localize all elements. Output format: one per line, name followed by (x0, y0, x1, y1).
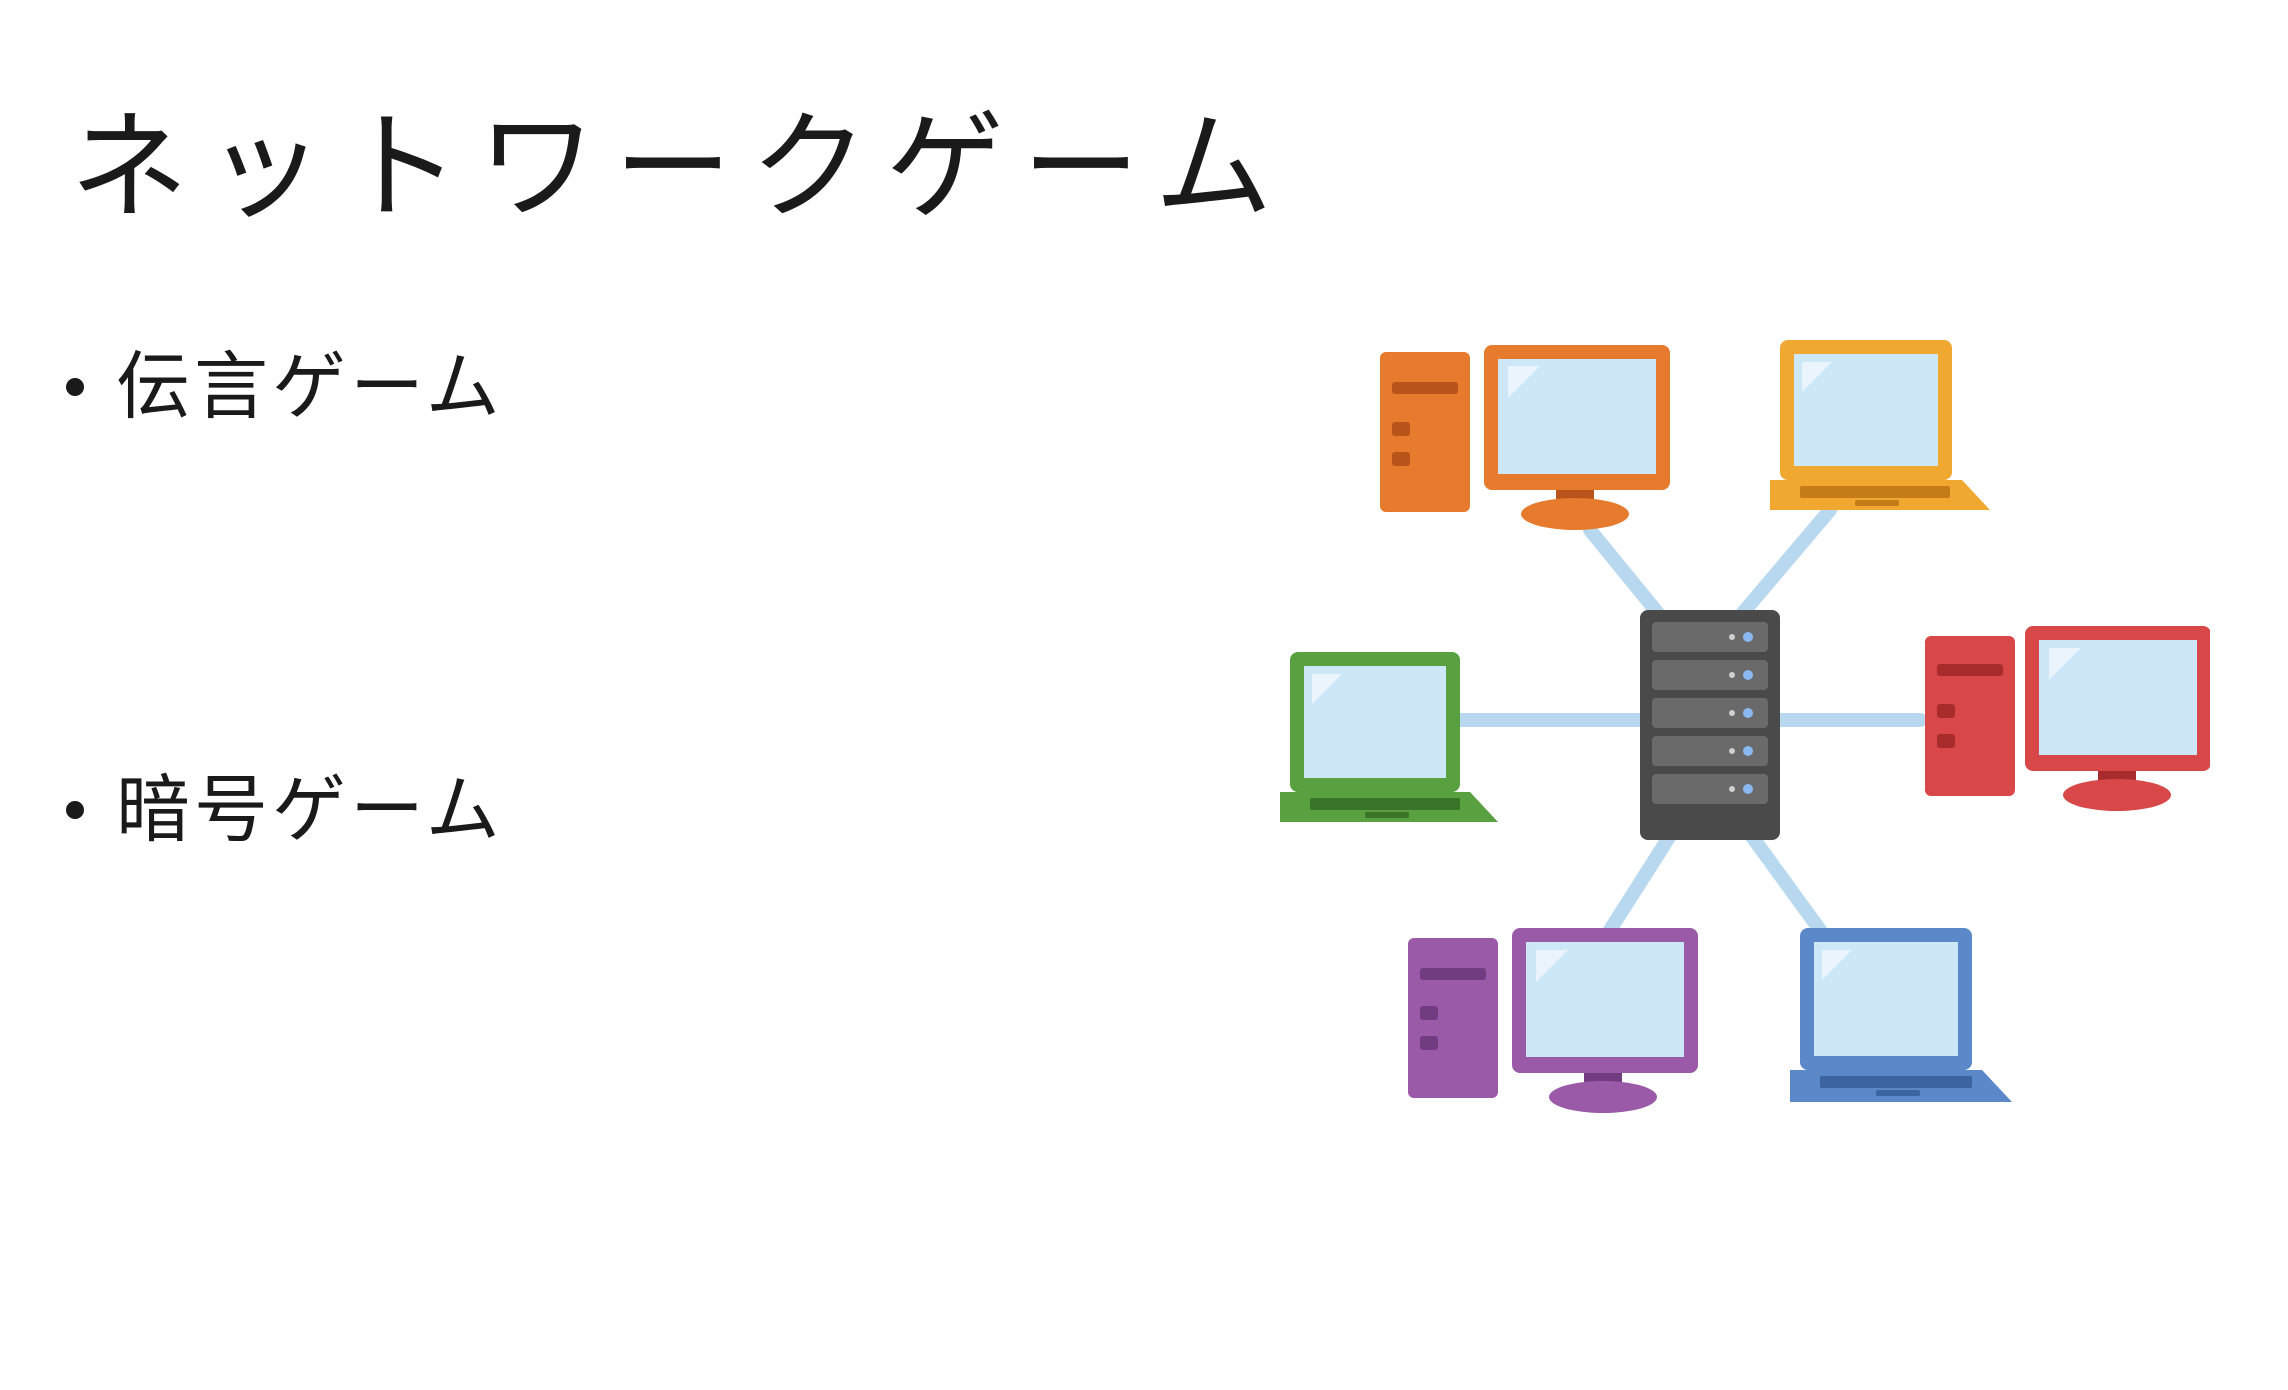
laptop-computer-icon (1770, 340, 1990, 510)
bullet-text-2: 暗号ゲーム (116, 767, 504, 853)
laptop-computer-icon (1280, 652, 1498, 822)
desktop-computer-icon (1925, 626, 2210, 811)
laptop-computer-icon (1790, 928, 2012, 1102)
desktop-computer-icon (1408, 928, 1698, 1113)
bullet-dot-icon (66, 378, 84, 396)
slide-title: ネットワークゲーム (70, 98, 1291, 236)
bullet-item-2: 暗号ゲーム (66, 773, 504, 847)
network-illustration (1280, 340, 2210, 1113)
desktop-computer-icon (1380, 345, 1670, 530)
bullet-dot-icon (66, 801, 84, 819)
bullet-item-1: 伝言ゲーム (66, 350, 504, 424)
bullet-text-1: 伝言ゲーム (116, 344, 504, 430)
server-icon (1640, 610, 1780, 840)
